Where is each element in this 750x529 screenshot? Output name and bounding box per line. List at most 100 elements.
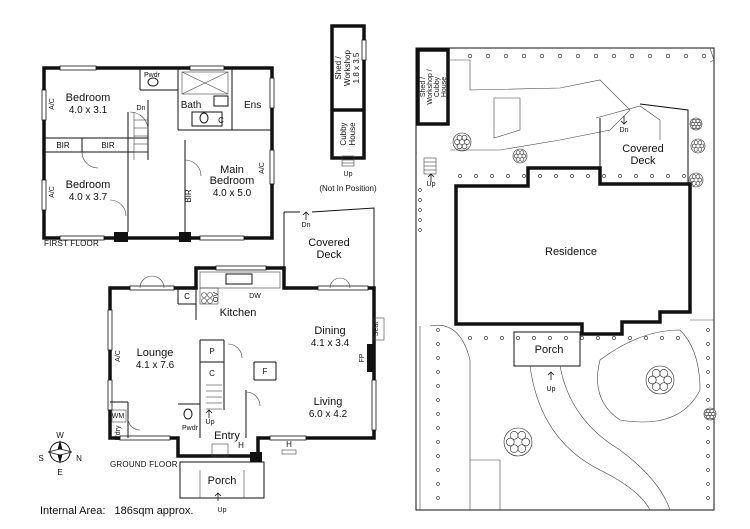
internal-area-label: Internal Area: [40,505,106,517]
shrub-icon [454,139,460,145]
shrub-icon [611,53,617,59]
powder-toilet-icon [147,77,159,87]
site-shed-label-1: Shed / [420,77,427,97]
ground-powder-toilet-icon [183,408,193,420]
shrub-icon [586,174,590,178]
shrub-icon [519,157,525,162]
shrub-icon [628,336,632,340]
shrub-icon [468,336,472,340]
shrub-icon [436,482,440,486]
shrub-icon [436,454,440,458]
shrub-icon [436,412,440,416]
shrub-icon [706,370,710,374]
shrub-icon [689,177,695,183]
shrub-icon [666,174,670,178]
washing-machine-icon [111,409,127,423]
shrub-icon [629,53,635,59]
main-bedroom-name: Main [220,164,244,176]
shrub-icon [701,53,707,59]
shrub-icon [704,412,709,416]
first-floor-cupboard [191,111,223,127]
site-trees [418,53,717,500]
bir-label-right: BIR [101,141,115,150]
shrub-icon [691,181,697,186]
shrub-icon [683,53,689,59]
shrub-icon [692,124,697,129]
shrub-icon [509,431,519,440]
shrub-icon [697,140,703,145]
shrub-icon [506,174,510,178]
shrub-icon [490,174,494,178]
deck-down-label: Dn [302,222,311,229]
ac-label-bed2: A/C [49,186,56,198]
ground-ac-label: A/C [115,350,122,362]
shrub-icon [647,53,653,59]
shrub-icon [695,181,701,186]
shrub-icon [709,414,714,419]
covered-deck-label-2: Deck [316,249,342,261]
shrub-icon [521,437,530,447]
cubby-label-line-2: House [348,122,357,146]
shrub-icon [634,174,638,178]
shrub-icon [695,119,700,124]
shed-up-label: Up [344,171,353,178]
shrub-icon [436,468,440,472]
bath-vanity-icon [213,95,229,107]
shrub-icon [418,228,422,232]
shrub-icon [485,53,491,59]
shrub-icon [436,370,440,374]
shrub-icon [676,336,680,340]
first-floor-label: FIRST FLOOR [44,239,99,248]
shrub-icon [418,218,422,222]
bir-label-vertical: BIR [184,189,193,203]
shrub-icon [474,174,478,178]
linen-cupboard-label: C [209,369,215,378]
shrub-icon [663,375,672,385]
cubby-label-line-1: Cubby [339,122,348,145]
shrub-icon [506,437,515,447]
covered-deck-label-1: Covered [308,237,350,249]
bedroom-1-name: Bedroom [66,92,111,104]
shrub-icon [602,174,606,178]
shrub-icon [650,174,654,178]
shrub-icon [682,174,686,178]
ground-floor-plan: Covered Deck Dn Kitchen OV DW C Dining 4… [107,207,385,514]
shrub-icon [692,119,697,124]
ground-floor-stairs [206,384,222,410]
shrub-icon [456,143,463,150]
porch-up-label: Up [218,507,227,514]
shrub-icon [659,382,669,391]
shrub-icon [513,153,519,159]
shrub-icon [651,369,661,378]
seat-label: Seat [373,322,380,336]
site-plan: Residence Porch Up Covered Deck Dn Up Sh… [415,47,717,511]
shrub-icon [461,143,468,150]
shrub-icon [706,398,710,402]
fridge-label: F [263,367,268,376]
kitchen-sink-icon [225,273,253,285]
shrub-icon [580,336,584,340]
shed-cubby-outbuilding: Shed / Workshop 1.8 x 3.5 Cubby House Up… [319,24,377,193]
kitchen-cupboard-label: C [184,292,190,301]
porch-label: Porch [208,475,237,487]
shed-label-line-2: Workshop [343,50,352,86]
main-bedroom-name-2: Bedroom [210,175,255,187]
shrub-icon [557,53,563,59]
living-dims: 6.0 x 4.2 [309,409,348,420]
shrub-icon [612,336,616,340]
dining-name: Dining [314,325,345,337]
shrub-icon [519,150,525,155]
shrub-icon [691,174,697,179]
entry-label: Entry [214,430,240,442]
heater-label-entry: H [238,441,244,450]
shrub-icon [706,356,710,360]
shrub-icon [651,382,661,391]
shrub-icon [593,53,599,59]
fireplace-label: FP [359,353,366,362]
ground-floor-label: GROUND FLOOR [110,460,178,469]
shrub-icon [706,482,710,486]
ground-powder-label: Pwdr [182,425,199,432]
ensuite-toilet-icon [199,112,209,124]
shrub-icon [706,414,711,419]
